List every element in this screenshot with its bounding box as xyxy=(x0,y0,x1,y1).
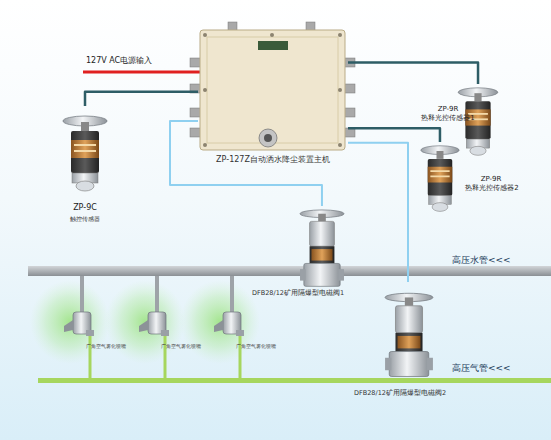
spray-mist xyxy=(30,280,260,364)
solenoid-valve: DFB28/12矿用隔爆型电磁阀2 xyxy=(352,282,492,404)
host-enclosure xyxy=(190,22,355,150)
nozzle-symbol xyxy=(214,312,244,336)
pipe-label: 高压水管<<< xyxy=(452,256,511,266)
node-text: DFB28/12矿用隔爆型电磁阀1 xyxy=(252,290,383,297)
node-text: 广角空气雾化喷嘴 xyxy=(236,344,280,350)
signal-cable xyxy=(348,63,478,85)
node-text: ZP-127Z自动洒水降尘装置主机 xyxy=(198,156,348,165)
power-input-label: 127V AC电源输入 xyxy=(86,57,152,66)
signal-cable xyxy=(85,92,198,106)
valve-device xyxy=(300,210,344,286)
node-text: DFB28/12矿用隔爆型电磁阀2 xyxy=(354,390,490,397)
signal-cable xyxy=(348,128,440,142)
controller-host: ZP-127Z自动洒水降尘装置主机 xyxy=(198,26,348,172)
node-text: ZP-9R xyxy=(456,176,526,184)
nozzle-symbol xyxy=(64,312,94,336)
pipe-label: 高压气管<<< xyxy=(452,364,511,374)
nozzle-symbol xyxy=(139,312,169,336)
node-text: 触控传感器 xyxy=(52,216,118,223)
power-line xyxy=(83,71,200,74)
node-text: 热释光控传感器2 xyxy=(454,185,530,193)
node-text: ZP-9R xyxy=(418,106,478,114)
sensor-device: ZP-9C 触控传感器 xyxy=(52,106,118,226)
air-pipe xyxy=(38,378,551,383)
sensor-device: ZP-9R热释光控传感器2 xyxy=(418,142,538,220)
spray-nozzle: 广角空气雾化喷嘴 xyxy=(60,300,130,355)
node-text: 广角空气雾化喷嘴 xyxy=(161,344,205,350)
water-pipe xyxy=(28,266,551,276)
solenoid-valve: DFB28/12矿用隔爆型电磁阀1 xyxy=(250,206,385,301)
sensor-device xyxy=(63,116,107,191)
nozzle-feeds xyxy=(82,276,240,378)
node-text: 热释光控传感器1 xyxy=(412,115,484,123)
sensor-device xyxy=(421,146,460,212)
valve-device xyxy=(385,293,433,376)
spray-nozzle: 广角空气雾化喷嘴 xyxy=(210,300,280,355)
sensor-device: ZP-9R热释光控传感器1 xyxy=(418,84,508,164)
node-text: ZP-9C xyxy=(52,204,118,213)
signal-cable xyxy=(348,143,408,282)
spray-nozzle: 广角空气雾化喷嘴 xyxy=(135,300,205,355)
node-text: 广角空气雾化喷嘴 xyxy=(86,344,130,350)
